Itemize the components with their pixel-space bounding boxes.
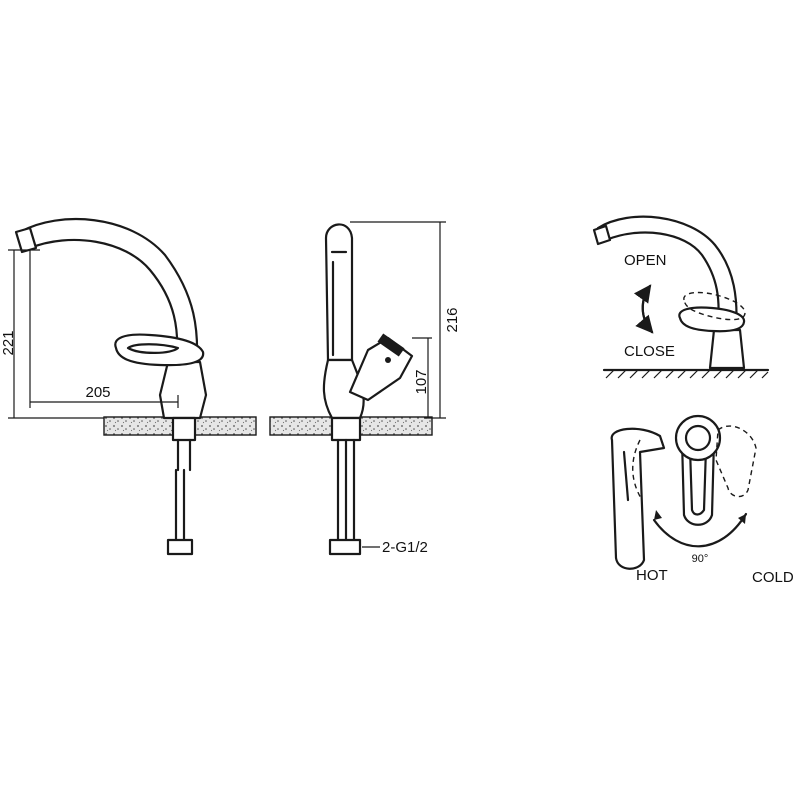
hc-lever-hot-ghost bbox=[632, 439, 643, 501]
front-hose-fitting bbox=[166, 538, 194, 556]
close-label: CLOSE bbox=[624, 343, 675, 360]
oc-spout-tip bbox=[592, 224, 612, 246]
open-label: OPEN bbox=[624, 252, 667, 269]
oc-arrow-up bbox=[633, 284, 654, 334]
front-view: 221 205 bbox=[0, 217, 257, 556]
open-close-diagram: OPEN CLOSE bbox=[592, 215, 770, 379]
hot-label: HOT bbox=[636, 567, 668, 584]
side-spout bbox=[324, 223, 354, 362]
oc-spout bbox=[596, 215, 738, 332]
front-spout-tip bbox=[14, 226, 38, 254]
front-reach-dimension: 205 bbox=[85, 384, 110, 401]
angle-label: 90° bbox=[692, 553, 709, 565]
side-base-nut bbox=[330, 416, 362, 442]
side-view: 2-G1/2 216 107 bbox=[269, 221, 461, 556]
hc-lever-hot bbox=[610, 427, 666, 570]
hc-rotation-arc bbox=[652, 512, 748, 548]
hc-body-top bbox=[674, 414, 722, 462]
side-hose-fittings bbox=[328, 538, 362, 556]
front-lever bbox=[114, 333, 205, 367]
side-connection-label: 2-G1/2 bbox=[382, 539, 428, 556]
side-lever-cap bbox=[377, 333, 405, 357]
oc-lever-closed bbox=[678, 306, 746, 333]
oc-body bbox=[708, 328, 746, 370]
front-base-nut bbox=[171, 416, 197, 442]
front-lever-slot bbox=[126, 343, 180, 354]
hot-cold-diagram: 90° HOT COLD bbox=[610, 414, 794, 586]
front-spout bbox=[18, 217, 199, 377]
cold-label: COLD bbox=[752, 569, 794, 586]
side-lever-dimension: 107 bbox=[413, 369, 430, 394]
hc-lever-cold bbox=[715, 425, 757, 498]
front-body bbox=[158, 360, 208, 420]
oc-lever-open bbox=[683, 291, 746, 321]
side-height-dimension: 216 bbox=[444, 307, 461, 332]
front-height-dimension: 221 bbox=[0, 330, 17, 355]
